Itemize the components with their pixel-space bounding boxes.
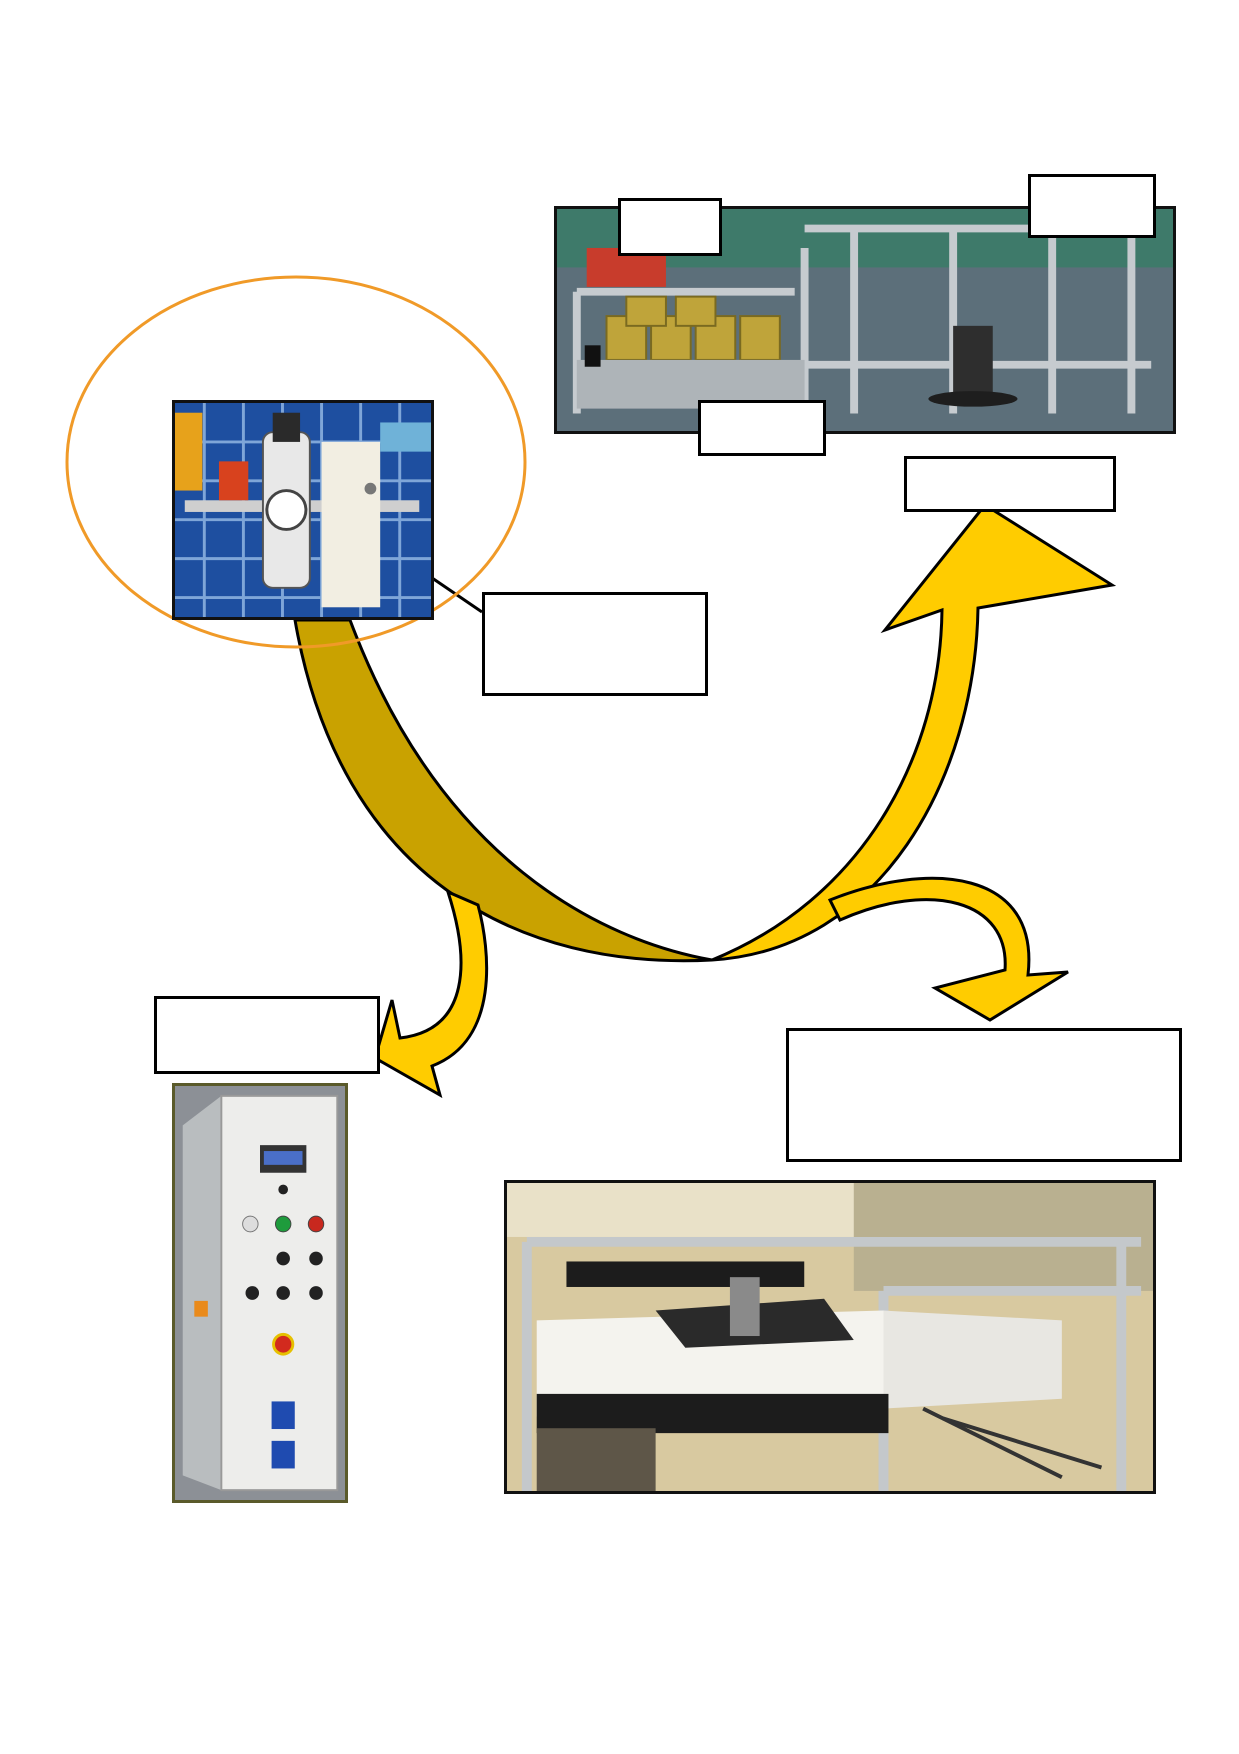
right-branch-arrow [827,876,1069,1022]
cabinet-photo [172,1083,348,1503]
air-unit-photo [172,400,434,620]
label-mid-under-photo [698,400,826,456]
label-right-under-photo [904,456,1116,512]
station-photo [504,1180,1156,1494]
label-unit-callout [482,592,708,696]
label-top-right-small [1028,174,1156,238]
highlight-ellipse [65,275,527,649]
label-station [786,1028,1182,1162]
label-top-left-small [618,198,722,256]
main-arc-dark-segment [293,618,713,963]
label-cabinet [154,996,380,1074]
left-branch-arrow [373,889,489,1099]
